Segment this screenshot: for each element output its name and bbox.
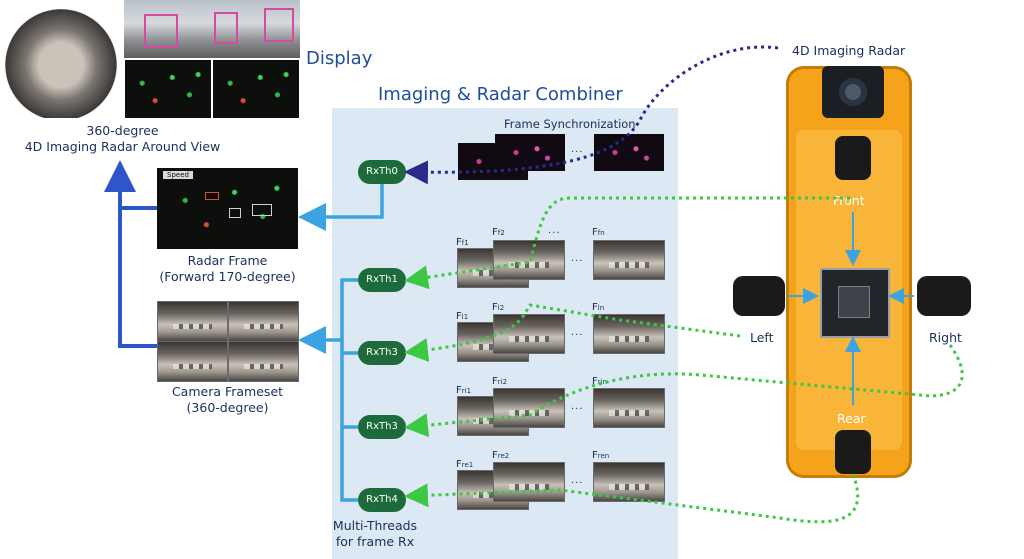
- frame-re2: [493, 462, 565, 502]
- rear-camera-icon: [835, 430, 871, 474]
- combiner-title: Imaging & Radar Combiner: [378, 84, 623, 105]
- sync-label: Frame Synchronization: [504, 117, 636, 131]
- frame-label-ri1: Fri1: [456, 385, 472, 396]
- frame-label-ri2: Fri2: [492, 376, 508, 387]
- frame-label-fn: Ffn: [592, 227, 605, 238]
- frame-label-l1: Fl1: [456, 311, 469, 322]
- frame-ren: [593, 462, 665, 502]
- sync-ellipsis: ...: [571, 144, 584, 155]
- frame-label-ln: Fln: [592, 302, 605, 313]
- right-camera-line: [404, 344, 964, 438]
- camera-tree-line: [305, 278, 358, 502]
- right-camera-icon: [917, 276, 971, 316]
- camera-frameset-caption: Camera Frameset (360-degree): [145, 384, 310, 416]
- radar-frame-line2: (Forward 170-degree): [159, 269, 296, 284]
- radar-dotted-line: [404, 45, 779, 185]
- frame-label-ren: Fren: [592, 450, 610, 461]
- frame-label-re1: Fre1: [456, 459, 474, 470]
- row4-ellipsis: ...: [571, 475, 584, 486]
- front-camera-line: [404, 196, 850, 290]
- radar-frame-caption: Radar Frame (Forward 170-degree): [145, 253, 310, 285]
- processing-board: [820, 268, 890, 338]
- threads-line1: Multi-Threads: [332, 518, 418, 533]
- camera-frameset-line1: Camera Frameset: [171, 384, 284, 399]
- threads-line2: for frame Rx: [335, 534, 415, 549]
- display-title: Display: [306, 48, 373, 69]
- row2-ellipsis: ...: [571, 327, 584, 338]
- street-view-image: [124, 0, 300, 58]
- radar-frame-arrow: [298, 184, 384, 231]
- right-label: Right: [929, 330, 962, 345]
- rx-thread-1: RxTh1: [358, 268, 406, 292]
- rear-camera-line: [404, 473, 860, 524]
- front-camera-icon: [835, 136, 871, 180]
- camera-frameset-line2: (360-degree): [186, 400, 269, 415]
- frame-label-rin: Frin: [592, 376, 608, 387]
- radar-thumb-2: [213, 60, 299, 118]
- around-view-image: [0, 0, 122, 118]
- frame-ri2: [493, 388, 565, 428]
- radar-frame-line1: Radar Frame: [187, 253, 268, 268]
- around-view-line1: 360-degree: [86, 123, 159, 138]
- left-camera-icon: [733, 276, 785, 316]
- radar-frame-image: Speed: [157, 168, 298, 249]
- left-camera-line: [404, 303, 741, 362]
- vehicle-radar-label: 4D Imaging Radar: [792, 43, 906, 58]
- row1-ellipsis: ...: [571, 253, 584, 264]
- frame-label-re2: Fre2: [492, 450, 510, 461]
- frame-label-f1: Ff1: [456, 237, 469, 248]
- radar-thumb-1: [125, 60, 211, 118]
- radar-sensor-icon: [822, 66, 884, 118]
- speed-tag: Speed: [163, 171, 193, 179]
- sync-frame-2: [495, 134, 565, 171]
- frame-fn: [593, 240, 665, 280]
- frame-rin: [593, 388, 665, 428]
- rx-thread-4: RxTh4: [358, 488, 406, 512]
- row1-top-ellipsis: ...: [548, 225, 561, 236]
- frame-label-f2: Ff2: [492, 227, 505, 238]
- row3-ellipsis: ...: [571, 401, 584, 412]
- rx-thread-2: RxTh3: [358, 341, 406, 365]
- frame-label-l2: Fl2: [492, 302, 505, 313]
- rear-label: Rear: [837, 411, 866, 426]
- sync-frame-last: [594, 134, 664, 171]
- rx-thread-3: RxTh3: [358, 415, 406, 439]
- threads-caption: Multi-Threads for frame Rx: [320, 518, 430, 550]
- rx-thread-0: RxTh0: [358, 160, 406, 184]
- left-label: Left: [750, 330, 774, 345]
- frame-l2: [493, 314, 565, 354]
- display-arrow: [120, 168, 157, 348]
